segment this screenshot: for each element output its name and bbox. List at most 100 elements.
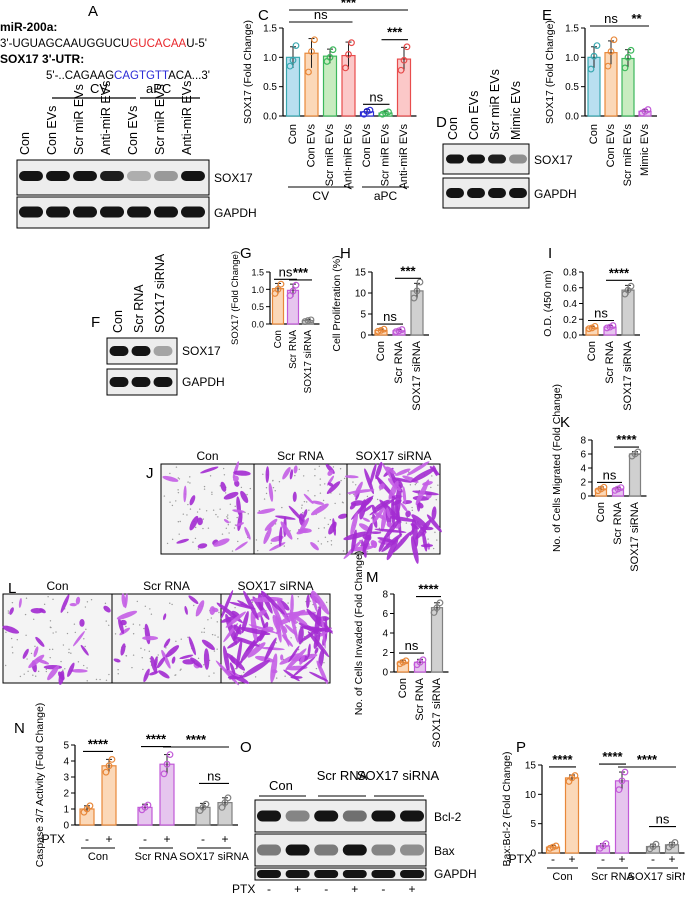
significance-label: ns — [383, 309, 397, 324]
lane-label: Con EVs — [45, 106, 59, 155]
pore-dot — [216, 621, 218, 623]
pore-dot — [211, 493, 213, 496]
x-tick-label: SOX17 siRNA — [629, 501, 641, 571]
pore-dot — [216, 648, 218, 650]
y-tick-label: 2 — [63, 789, 69, 800]
stained-cell — [209, 606, 216, 615]
pore-dot — [255, 539, 258, 541]
pore-dot — [222, 467, 225, 470]
pore-dot — [189, 508, 192, 510]
significance-label: ns — [594, 306, 608, 321]
pore-dot — [228, 532, 230, 534]
pore-dot — [192, 541, 194, 543]
stained-cell — [288, 645, 300, 663]
data-point — [397, 66, 405, 74]
pore-dot — [409, 484, 412, 486]
data-point — [430, 609, 438, 616]
stained-cell — [75, 596, 81, 605]
panel-letter-f: F — [91, 314, 100, 331]
x-tick-label: Con — [588, 124, 600, 144]
pore-dot — [214, 634, 216, 636]
pore-dot — [431, 475, 433, 477]
blot-band — [109, 377, 129, 387]
lane-label: Anti-miR EVs — [99, 81, 113, 155]
group-label: Scr RNA — [135, 851, 178, 863]
stained-cell — [197, 543, 208, 549]
x-tick-label: Con — [595, 502, 607, 522]
pore-dot — [203, 488, 206, 490]
data-point — [308, 48, 315, 55]
micrograph-label: Con — [46, 579, 68, 593]
stained-cell — [113, 658, 121, 663]
y-tick-label: 5 — [63, 741, 69, 752]
stained-cell — [252, 596, 270, 620]
data-point — [627, 282, 635, 290]
group-label: Con — [552, 871, 572, 883]
pore-dot — [77, 661, 80, 663]
stained-cell — [363, 504, 373, 512]
micrograph-label: SOX17 siRNA — [237, 579, 313, 593]
data-point — [292, 42, 300, 49]
y-tick-label: 0.0 — [563, 331, 577, 342]
pore-dot — [217, 516, 219, 518]
stained-cell — [420, 544, 434, 548]
stained-cell — [372, 507, 385, 524]
stained-cell — [223, 491, 239, 500]
stained-cell — [70, 669, 88, 673]
stained-cell — [388, 480, 399, 500]
blot-band — [46, 171, 70, 181]
lane-label: Scr RNA — [132, 284, 146, 333]
stained-cell — [227, 638, 242, 649]
stained-cell — [299, 655, 305, 665]
pore-dot — [324, 517, 326, 519]
pore-dot — [32, 674, 34, 676]
micrograph-image — [111, 593, 222, 684]
pore-dot — [66, 632, 69, 635]
y-axis-label: SOX17 (Fold Change) — [242, 20, 254, 124]
data-point — [615, 786, 623, 794]
blot-band — [181, 206, 205, 218]
pore-dot — [236, 516, 238, 519]
pore-dot — [169, 472, 171, 475]
lane-label: Con — [111, 310, 125, 333]
pore-dot — [215, 513, 217, 516]
blot-band — [467, 188, 485, 198]
pore-dot — [84, 645, 86, 648]
pore-dot — [319, 484, 321, 486]
y-tick-label: 6 — [382, 609, 388, 620]
data-point — [348, 39, 355, 47]
micrograph-label: Scr RNA — [277, 449, 324, 463]
x-tick-label: + — [568, 852, 575, 866]
blot-band — [285, 810, 310, 822]
stained-cell — [142, 635, 159, 641]
x-tick-label: + — [618, 852, 625, 866]
micrograph-label: Scr RNA — [143, 579, 190, 593]
pore-dot — [314, 475, 316, 477]
pore-dot — [297, 648, 300, 651]
stained-cell — [326, 481, 341, 495]
pore-dot — [49, 626, 52, 628]
blot-band — [100, 206, 124, 218]
stained-cell — [310, 591, 318, 613]
stained-cell — [316, 660, 328, 685]
x-tick-label: - — [551, 852, 555, 866]
y-tick-label: 2 — [382, 648, 388, 659]
data-point — [102, 768, 110, 776]
data-point — [413, 287, 421, 295]
stained-cell — [351, 529, 357, 554]
pore-dot — [251, 601, 254, 603]
pore-dot — [49, 648, 51, 651]
stained-cell — [411, 467, 436, 483]
y-tick-label: 4 — [580, 464, 586, 475]
pore-dot — [322, 499, 325, 502]
blot-band — [400, 810, 424, 822]
y-axis-label: O.D. (450 nm) — [542, 270, 554, 337]
stained-cell — [158, 670, 170, 679]
data-point — [585, 325, 593, 333]
stained-cell — [80, 644, 89, 656]
blot-band — [314, 810, 339, 822]
